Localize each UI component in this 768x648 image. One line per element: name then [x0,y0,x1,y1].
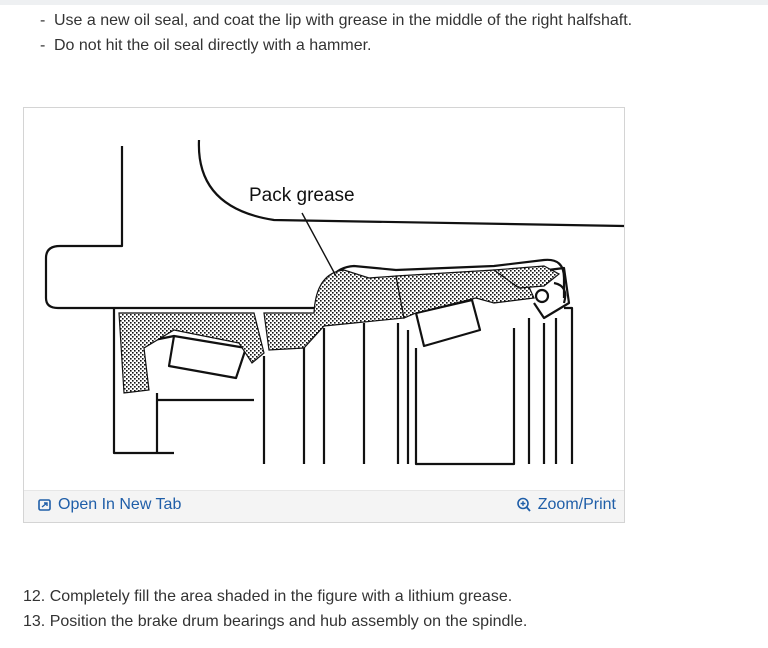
note-line-seal: -Use a new oil seal, and coat the lip wi… [40,11,632,31]
note-line-hammer: -Do not hit the oil seal directly with a… [40,36,371,56]
figure-card: Pack grease Open In New Tab Zoom/Print [23,107,625,523]
open-in-new-tab-link[interactable]: Open In New Tab [38,496,181,514]
zoom-print-link[interactable]: Zoom/Print [516,496,616,514]
figure-label-pack-grease: Pack grease [249,185,355,206]
note-text: Do not hit the oil seal directly with a … [54,37,372,54]
note-dash: - [40,12,46,29]
open-new-tab-icon [38,499,51,511]
zoom-in-icon [516,497,531,512]
open-in-new-tab-label: Open In New Tab [58,496,182,513]
step-13: 13. Position the brake drum bearings and… [23,613,528,630]
note-dash: - [40,37,46,54]
note-text: Use a new oil seal, and coat the lip wit… [54,12,633,29]
zoom-print-label: Zoom/Print [537,496,616,513]
top-divider [0,0,768,5]
step-12: 12. Completely fill the area shaded in t… [23,588,513,605]
figure-toolbar: Open In New Tab Zoom/Print [24,490,624,522]
bearing-diagram: Pack grease [44,139,624,466]
